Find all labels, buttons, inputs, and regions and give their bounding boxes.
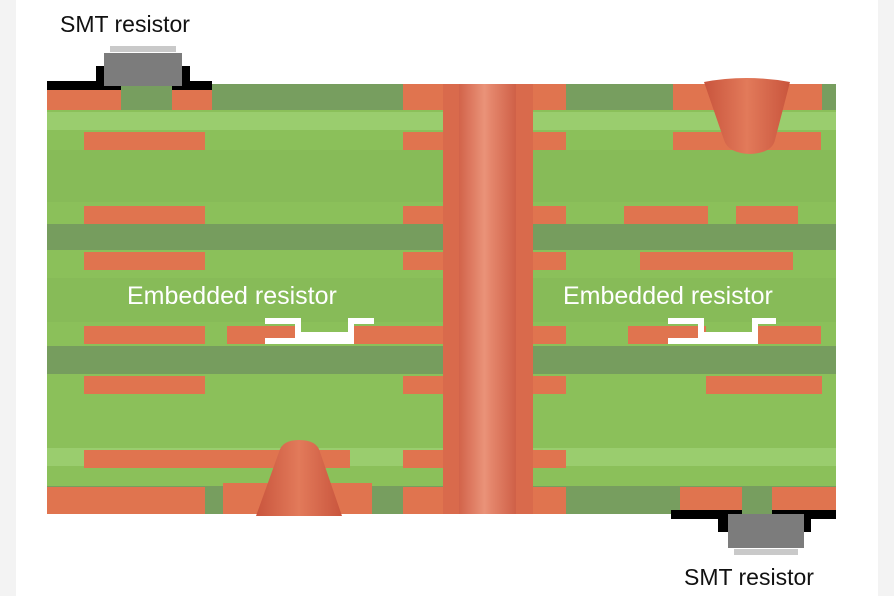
- copper-pad: [772, 487, 836, 514]
- core-layer: [47, 346, 836, 374]
- copper-pad: [533, 487, 566, 514]
- copper-trace: [756, 326, 821, 344]
- copper-trace: [403, 132, 443, 150]
- through-via: [443, 84, 533, 514]
- smt-resistor-bottom-label: SMT resistor: [684, 564, 814, 590]
- copper-trace: [640, 252, 793, 270]
- copper-trace: [624, 206, 708, 224]
- copper-trace: [736, 206, 798, 224]
- copper-trace: [706, 376, 822, 394]
- copper-trace: [84, 326, 205, 344]
- smt-resistor-bottom: [671, 510, 836, 555]
- copper-trace: [84, 376, 205, 394]
- copper-trace: [403, 450, 443, 468]
- copper-trace: [84, 132, 205, 150]
- embedded-resistor-right: [668, 318, 776, 344]
- copper-trace: [533, 326, 566, 344]
- copper-pad: [172, 90, 212, 110]
- smt-resistor-top: [47, 46, 212, 90]
- component-body: [728, 514, 804, 548]
- copper-trace: [533, 252, 566, 270]
- copper-pad: [403, 487, 443, 514]
- copper-trace: [84, 252, 205, 270]
- copper-trace: [350, 326, 443, 344]
- embedded-resistor-left: [265, 318, 374, 344]
- copper-trace: [403, 252, 443, 270]
- copper-pad: [47, 487, 205, 514]
- embedded-resistor-left-label: Embedded resistor: [127, 282, 337, 310]
- laminate-band: [47, 278, 836, 322]
- smt-resistor-top-label: SMT resistor: [60, 11, 190, 37]
- copper-trace: [533, 206, 566, 224]
- copper-trace: [533, 450, 566, 468]
- embedded-resistor-right-label: Embedded resistor: [563, 282, 773, 310]
- via-barrel: [459, 84, 516, 514]
- laminate-band: [47, 150, 836, 202]
- copper-trace: [403, 206, 443, 224]
- laminate-band: [47, 112, 836, 130]
- component-pins: [110, 46, 176, 52]
- component-body: [104, 53, 182, 86]
- core-layer: [47, 224, 836, 250]
- blind-via-top: [704, 78, 790, 154]
- blind-via-bottom: [256, 440, 342, 516]
- copper-pad: [47, 90, 121, 110]
- copper-trace: [84, 206, 205, 224]
- copper-trace: [533, 376, 566, 394]
- copper-trace: [403, 376, 443, 394]
- copper-trace: [533, 132, 566, 150]
- copper-pad: [680, 487, 742, 514]
- component-pins: [734, 549, 798, 555]
